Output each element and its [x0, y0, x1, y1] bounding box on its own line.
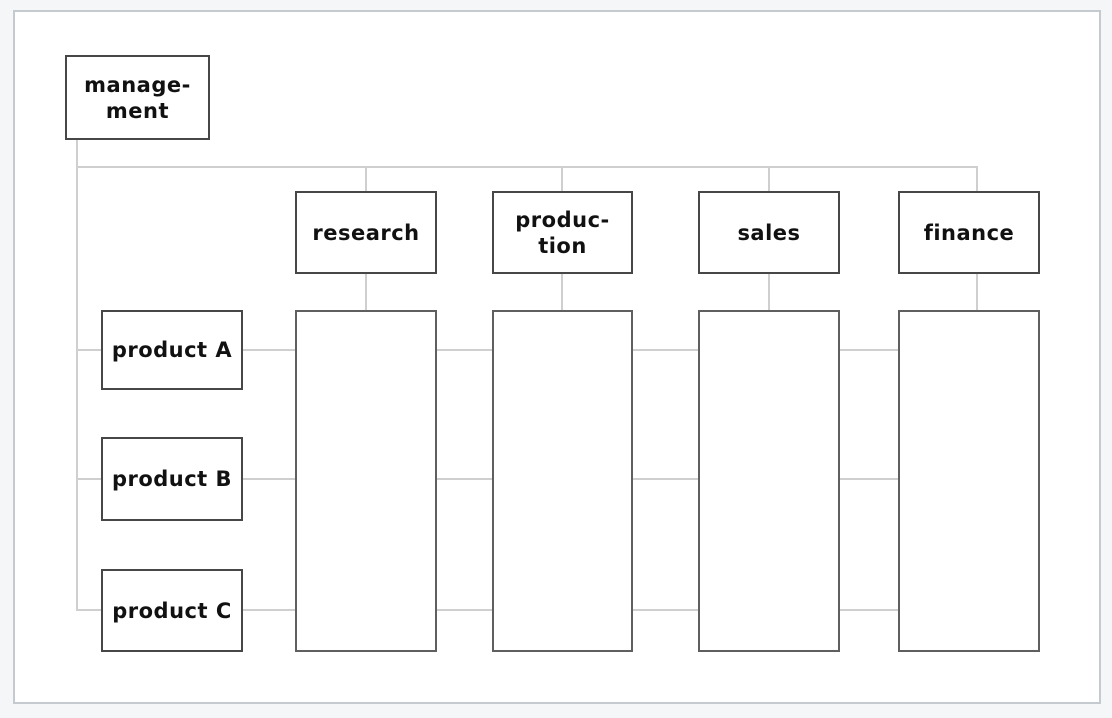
connector-research-column — [365, 272, 367, 312]
connector-finance-column — [976, 272, 978, 312]
matrix-column-finance — [898, 310, 1040, 652]
department-box-research: research — [295, 191, 437, 274]
department-box-production: produc- tion — [492, 191, 633, 274]
product-box-c: product C — [101, 569, 243, 652]
connector-drop-finance — [976, 166, 978, 193]
matrix-column-production — [492, 310, 633, 652]
connector-sales-column — [768, 272, 770, 312]
connector-production-column — [561, 272, 563, 312]
connector-row-product-c — [76, 609, 900, 611]
product-box-a: product A — [101, 310, 243, 390]
matrix-column-sales — [698, 310, 840, 652]
management-box: manage- ment — [65, 55, 210, 140]
connector-row-product-a — [76, 349, 900, 351]
department-box-sales: sales — [698, 191, 840, 274]
department-box-finance: finance — [898, 191, 1040, 274]
connector-drop-research — [365, 166, 367, 193]
product-box-b: product B — [101, 437, 243, 521]
connector-management-trunk-vertical — [76, 140, 78, 611]
connector-departments-horizontal — [76, 166, 978, 168]
connector-drop-production — [561, 166, 563, 193]
connector-row-product-b — [76, 478, 900, 480]
matrix-column-research — [295, 310, 437, 652]
connector-drop-sales — [768, 166, 770, 193]
